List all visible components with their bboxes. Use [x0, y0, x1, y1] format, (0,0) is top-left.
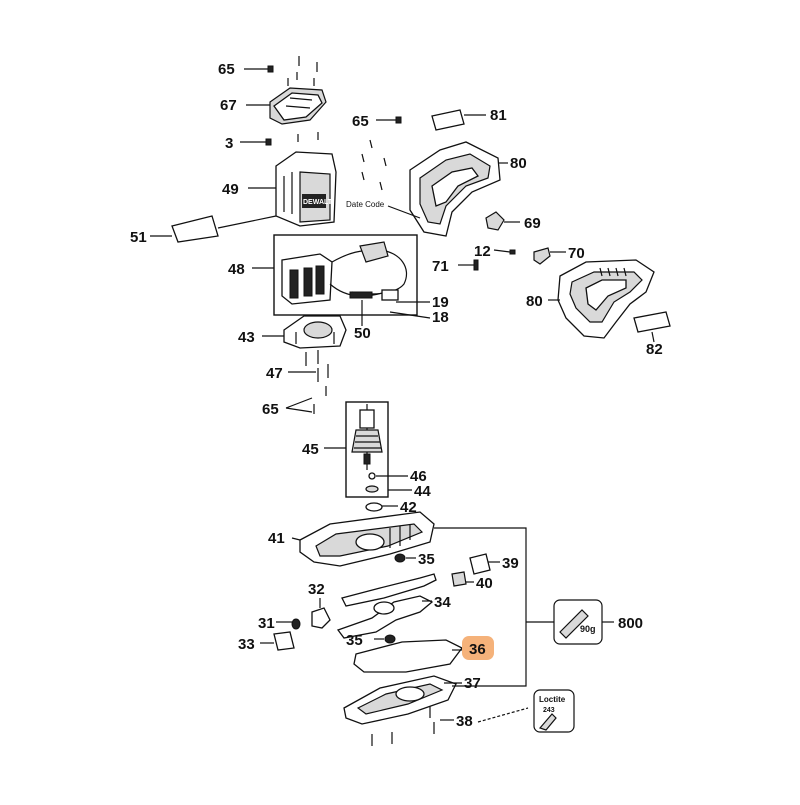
label-48: 48: [228, 261, 245, 278]
part-71-pin: [473, 259, 479, 271]
screws-65-top: [244, 56, 318, 86]
label-35-lower: 35: [346, 632, 363, 649]
loctite-number: 243: [543, 707, 555, 714]
label-51: 51: [130, 229, 147, 246]
label-18: 18: [432, 309, 449, 326]
label-36: 36: [469, 641, 486, 658]
label-81: 81: [490, 107, 507, 124]
part-36-gasket: [353, 639, 463, 673]
label-67: 67: [220, 97, 237, 114]
label-44: 44: [414, 483, 431, 500]
label-65-mid: 65: [352, 113, 369, 130]
screws-65-lower: [313, 386, 327, 414]
label-46: 46: [410, 468, 427, 485]
screws-47: [305, 350, 329, 382]
label-31: 31: [258, 615, 275, 632]
label-37: 37: [464, 675, 481, 692]
label-42: 42: [400, 499, 417, 516]
part-48-battery-contacts: [281, 253, 333, 305]
label-19: 19: [432, 294, 449, 311]
part-35-lower: [384, 634, 396, 644]
brand-text: DEWALT: [303, 199, 333, 206]
grease-kit-800: 90g: [553, 599, 603, 645]
screw-3: [265, 138, 272, 146]
date-code-text: Date Code: [346, 200, 385, 209]
label-45: 45: [302, 441, 319, 458]
part-69-switch: [485, 211, 505, 231]
part-43-bracket: [283, 315, 347, 349]
part-12: [509, 249, 516, 255]
label-69: 69: [524, 215, 541, 232]
part-80-handle-right: [557, 259, 655, 339]
part-41-gear-case: [299, 511, 435, 567]
box-48-assembly: [273, 234, 418, 316]
loctite-name: Loctite: [539, 695, 566, 704]
part-70-trigger: [533, 247, 551, 265]
part-49-housing: DEWALT: [275, 151, 337, 227]
screws-38: [371, 706, 435, 746]
brand-plate: [302, 194, 326, 208]
label-82: 82: [646, 341, 663, 358]
label-40: 40: [476, 575, 493, 592]
part-44-bearing: [365, 485, 379, 493]
label-32: 32: [308, 581, 325, 598]
label-80-top: 80: [510, 155, 527, 172]
label-12: 12: [474, 243, 491, 260]
part-40-block: [451, 571, 467, 587]
box-45-motor: [345, 401, 389, 498]
label-3: 3: [225, 135, 233, 152]
part-67-cap: [269, 87, 327, 125]
label-34: 34: [434, 594, 451, 611]
part-81-label: [431, 109, 465, 131]
label-41: 41: [268, 530, 285, 547]
label-38: 38: [456, 713, 473, 730]
grease-weight: 90g: [580, 624, 596, 634]
label-800: 800: [618, 615, 643, 632]
part-39-pad: [469, 553, 491, 575]
label-39: 39: [502, 555, 519, 572]
label-65-lower: 65: [262, 401, 279, 418]
label-49: 49: [222, 181, 239, 198]
label-35-upper: 35: [418, 551, 435, 568]
part-42-ring: [365, 502, 383, 512]
part-34-blades: [336, 573, 437, 639]
part-wiring-harness: [329, 241, 408, 301]
part-80-handle-left: [409, 141, 501, 237]
part-32-clamp: [311, 607, 331, 629]
label-71: 71: [432, 258, 449, 275]
kit-bracket-line: [434, 527, 527, 687]
part-45-armature: [351, 404, 383, 470]
label-47: 47: [266, 365, 283, 382]
label-65-top: 65: [218, 61, 235, 78]
part-82-label: [633, 311, 671, 333]
highlight-36[interactable]: [462, 636, 494, 660]
part-51-label: [171, 215, 219, 243]
label-43: 43: [238, 329, 255, 346]
part-35-upper: [394, 553, 406, 563]
part-33-gasket: [273, 631, 295, 651]
loctite-kit: Loctite 243: [533, 689, 575, 733]
screw-65-mid: [395, 116, 402, 124]
label-80-right: 80: [526, 293, 543, 310]
label-50: 50: [354, 325, 371, 342]
label-33: 33: [238, 636, 255, 653]
part-46-washer: [368, 472, 376, 480]
label-70: 70: [568, 245, 585, 262]
part-37-base: [343, 675, 457, 725]
part-31-nut: [291, 618, 301, 630]
